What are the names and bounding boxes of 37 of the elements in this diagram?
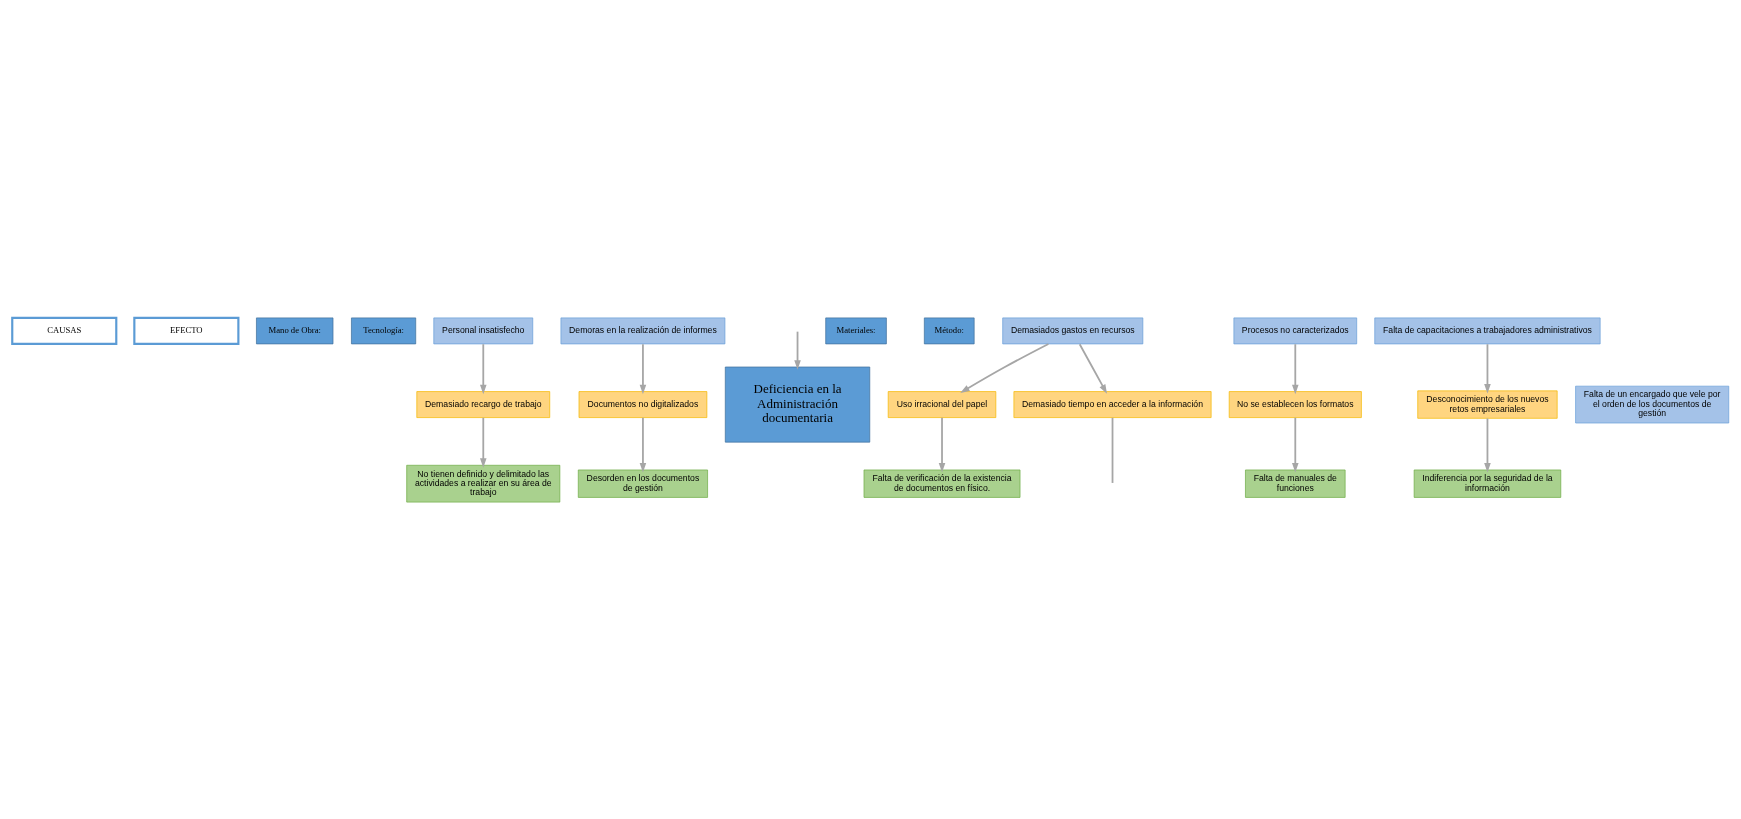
node-box: Tecnología: [351, 317, 417, 344]
node-box: Uso irracional del papel [887, 390, 997, 418]
node-box: Demasiado recargo de trabajo [416, 390, 551, 418]
arrow [639, 342, 647, 394]
arrow [960, 342, 1050, 393]
node-box: Demasiado tiempo en acceder a la información [1013, 390, 1212, 418]
arrow [1292, 416, 1299, 472]
arrow [1292, 342, 1299, 394]
node-box: CAUSAS [11, 316, 118, 345]
connector [1111, 416, 1114, 484]
arrow [1484, 342, 1491, 393]
node-box: Falta de un encargado que vele por el orden de los documentos de gestión [1575, 385, 1730, 423]
node-box: No se establecen los formatos [1228, 390, 1362, 418]
node-box: Falta de capacitaciones a trabajadores administrativos [1374, 317, 1601, 344]
node-box: Materiales: [825, 317, 887, 344]
node-box: Desconocimiento de los nuevos retos empresariales [1417, 390, 1558, 419]
node-box: Personal insatisfecho [433, 317, 534, 344]
arrow [479, 342, 487, 394]
arrow [938, 416, 946, 472]
node-box: Documentos no digitalizados [578, 390, 708, 418]
node-box: No tienen definido y delimitado las actividades a realizar en su área de trabajo [406, 464, 561, 502]
node-box: Demoras en la realización de informes [560, 317, 726, 344]
node-box: Indiferencia por la seguridad de la información [1413, 469, 1562, 498]
arrow [639, 416, 647, 472]
node-box: Método: [923, 317, 975, 344]
arrow [794, 330, 801, 370]
arrow [479, 416, 487, 468]
node-box: Falta de manuales de funciones [1245, 469, 1346, 498]
arrow [1078, 342, 1107, 394]
node-box: Procesos no caracterizados [1233, 317, 1358, 344]
node-box: Deficiencia en la Administración documentaria [724, 366, 871, 442]
node-box: Demasiados gastos en recursos [1002, 317, 1144, 344]
node-box: EFECTO [133, 316, 240, 345]
node-box: Mano de Obra: [256, 317, 334, 344]
arrow [1484, 417, 1491, 472]
node-box: Falta de verificación de la existencia de documentos en físico. [863, 469, 1021, 498]
node-box: Desorden en los documentos de gestión [577, 469, 708, 498]
